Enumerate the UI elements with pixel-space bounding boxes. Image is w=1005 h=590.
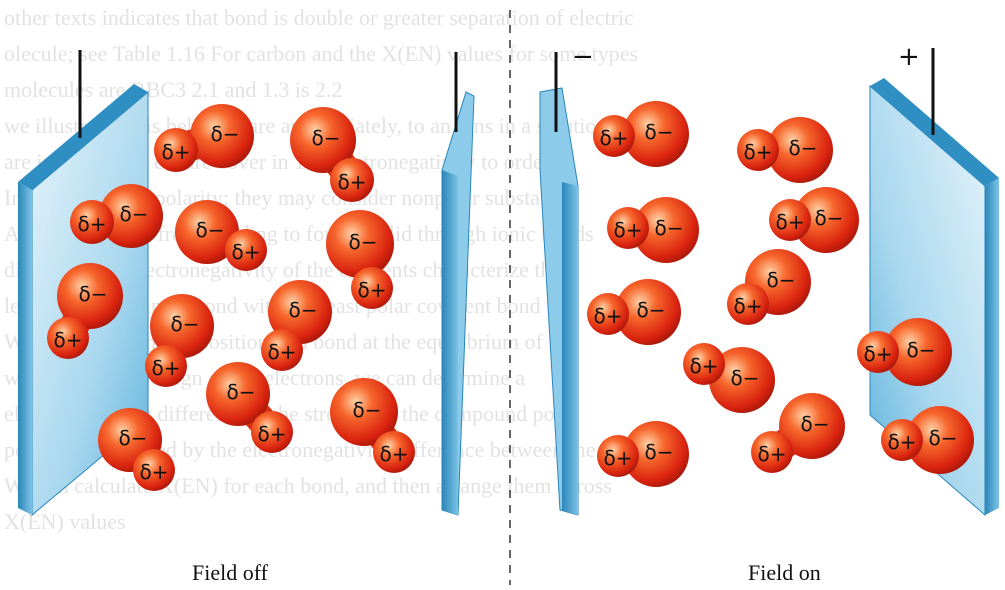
partial-negative-label: δ− — [731, 366, 760, 390]
partial-negative-label: δ− — [789, 136, 818, 160]
plate-left-inner — [442, 52, 474, 515]
partial-positive-label: δ+ — [614, 218, 643, 242]
partial-positive-label: δ+ — [758, 442, 787, 466]
partial-negative-label: δ− — [801, 412, 830, 436]
partial-positive-label: δ+ — [776, 210, 805, 234]
plate-right-inner — [540, 52, 578, 515]
polar-molecule: δ− δ+ — [597, 421, 689, 487]
partial-positive-label: δ+ — [232, 240, 261, 264]
partial-negative-label: δ− — [196, 218, 225, 242]
polar-molecule: δ− δ+ — [751, 393, 845, 473]
polar-molecule: δ− δ+ — [98, 408, 175, 491]
partial-negative-label: δ− — [353, 398, 382, 422]
partial-negative-label: δ− — [120, 202, 149, 226]
partial-positive-label: δ+ — [152, 356, 181, 380]
partial-negative-label: δ− — [349, 230, 378, 254]
polar-molecule: δ−δ+ — [206, 362, 293, 453]
polar-molecule: δ− δ+ — [326, 210, 394, 309]
partial-negative-label: δ− — [645, 440, 674, 464]
polar-molecule: δ− δ+ — [330, 378, 415, 473]
partial-positive-label: δ+ — [162, 140, 191, 164]
positive-electrode-sign: + — [898, 44, 920, 70]
polar-molecule: δ− δ+ — [683, 343, 775, 413]
caption-field-on: Field on — [748, 560, 821, 586]
partial-negative-label: δ− — [289, 298, 318, 322]
partial-negative-label: δ− — [312, 126, 341, 150]
partial-positive-label: δ+ — [594, 304, 623, 328]
partial-positive-label: δ+ — [338, 170, 367, 194]
partial-negative-label: δ− — [655, 216, 684, 240]
partial-positive-label: δ+ — [888, 430, 917, 454]
polar-molecule: δ− δ+ — [769, 187, 859, 253]
partial-positive-label: δ+ — [604, 446, 633, 470]
partial-positive-label: δ+ — [54, 328, 83, 352]
polar-molecule: δ− δ+ — [145, 294, 214, 387]
partial-positive-label: δ+ — [734, 294, 763, 318]
polar-molecule: δ− δ+ — [737, 117, 833, 183]
negative-electrode-sign: − — [572, 44, 594, 70]
partial-positive-label: δ+ — [864, 342, 893, 366]
partial-negative-label: δ− — [645, 120, 674, 144]
partial-positive-label: δ+ — [78, 212, 107, 236]
partial-negative-label: δ− — [767, 268, 796, 292]
partial-negative-label: δ− — [637, 298, 666, 322]
polar-molecule: δ− δ+ — [593, 101, 689, 167]
polar-molecule: δ− δ+ — [154, 104, 254, 172]
partial-negative-label: δ− — [211, 122, 240, 146]
polar-molecule: δ− δ+ — [607, 197, 699, 263]
partial-negative-label: δ− — [227, 380, 256, 404]
partial-positive-label: δ+ — [258, 422, 287, 446]
polar-molecule: δ− δ+ — [290, 107, 374, 202]
polar-molecule: δ− δ+ — [175, 200, 267, 271]
partial-positive-label: δ+ — [380, 442, 409, 466]
partial-positive-label: δ+ — [358, 278, 387, 302]
partial-negative-label: δ− — [929, 426, 958, 450]
polar-molecule: δ−δ+ — [727, 249, 811, 325]
partial-positive-label: δ+ — [744, 140, 773, 164]
partial-negative-label: δ− — [815, 206, 844, 230]
partial-negative-label: δ− — [79, 282, 108, 306]
polar-molecule: δ− δ+ — [261, 280, 332, 371]
polar-molecule: δ− δ+ — [587, 279, 681, 345]
partial-negative-label: δ− — [171, 312, 200, 336]
partial-positive-label: δ+ — [140, 460, 169, 484]
partial-positive-label: δ+ — [268, 340, 297, 364]
partial-negative-label: δ− — [907, 338, 936, 362]
partial-negative-label: δ− — [119, 426, 148, 450]
caption-field-off: Field off — [192, 560, 268, 586]
partial-positive-label: δ+ — [600, 126, 629, 150]
partial-positive-label: δ+ — [690, 354, 719, 378]
